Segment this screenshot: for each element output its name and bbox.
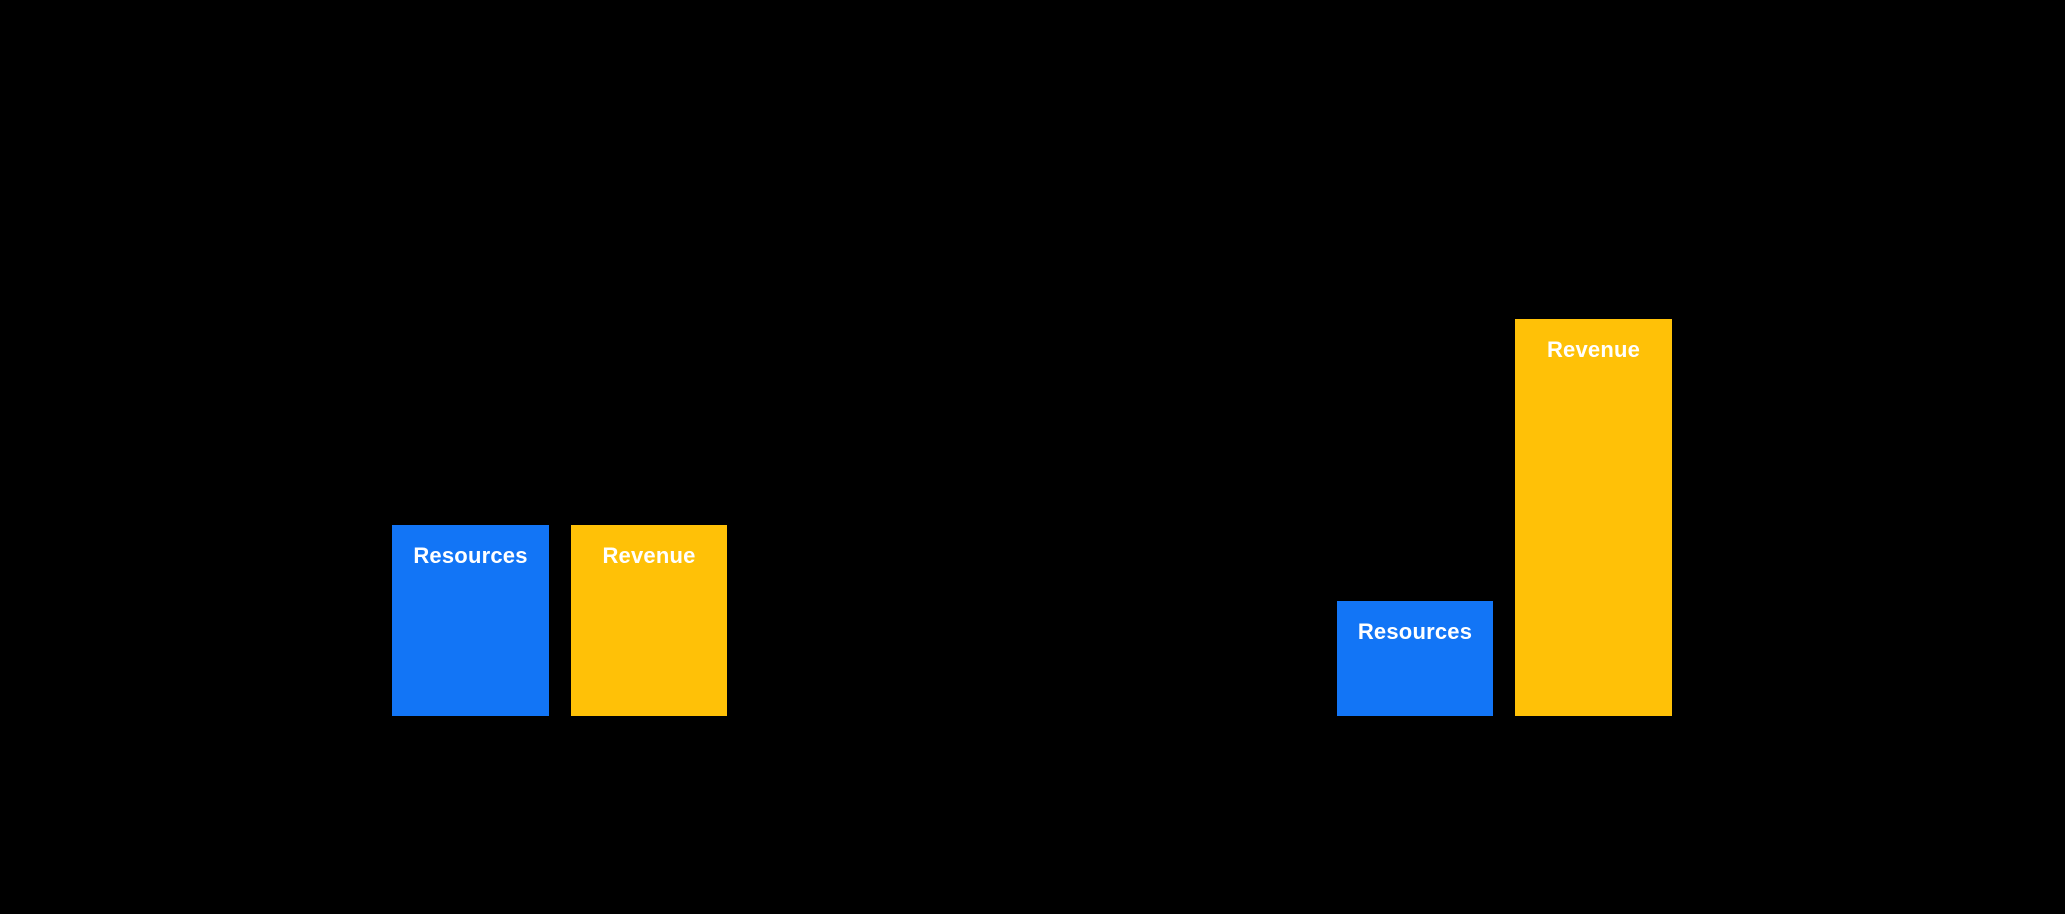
bar-resources-right: Resources bbox=[1337, 601, 1493, 716]
bar-label-revenue-right: Revenue bbox=[1546, 337, 1641, 362]
bar-revenue-right: Revenue bbox=[1515, 319, 1672, 716]
bar-label-resources-left: Resources bbox=[413, 543, 528, 568]
bar-label-resources-right: Resources bbox=[1357, 619, 1473, 644]
bar-revenue-left: Revenue bbox=[571, 525, 727, 716]
bar-resources-left: Resources bbox=[392, 525, 549, 716]
bar-label-revenue-left: Revenue bbox=[602, 543, 696, 568]
